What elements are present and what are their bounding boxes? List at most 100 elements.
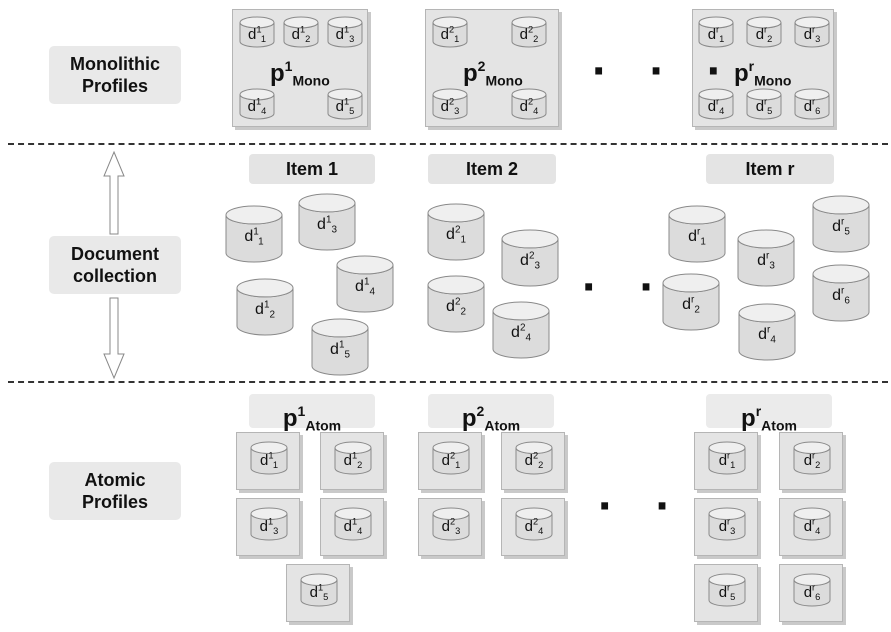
svg-text:d15: d15 [336,96,355,115]
svg-text:d22: d22 [525,450,544,469]
svg-text:d22: d22 [446,296,466,317]
svg-text:d21: d21 [446,224,466,245]
document-cylinder: d15 [327,88,363,120]
document-cylinder: d12 [236,278,294,336]
document-cylinder: dr2 [662,273,720,331]
document-cylinder: d22 [515,441,553,475]
svg-text:dr4: dr4 [804,516,821,535]
ellipsis: · · · [592,45,737,98]
document-cylinder: d11 [250,441,288,475]
svg-text:dr6: dr6 [804,96,821,115]
document-cylinder: dr6 [793,573,831,607]
svg-text:d14: d14 [355,276,375,297]
document-cylinder: dr5 [812,195,870,253]
svg-text:dr3: dr3 [804,24,821,43]
svg-text:d15: d15 [330,339,350,360]
svg-text:d21: d21 [441,24,460,43]
svg-text:d21: d21 [442,450,461,469]
document-cylinder: dr1 [698,16,734,48]
item-header-r: Item r [706,154,834,184]
divider-top [8,143,888,145]
document-cylinder: d13 [298,193,356,251]
document-cylinder: dr3 [737,229,795,287]
document-collection-label: Document collection [49,236,181,294]
svg-text:d24: d24 [520,96,539,115]
document-cylinder: dr5 [708,573,746,607]
svg-text:d14: d14 [248,96,267,115]
document-cylinder: d15 [300,573,338,607]
document-cylinder: d21 [432,16,468,48]
document-cylinder: d15 [311,318,369,376]
svg-text:dr2: dr2 [756,24,773,43]
monolithic-profiles-label: Monolithic Profiles [49,46,181,104]
document-cylinder: d22 [511,16,547,48]
svg-text:d13: d13 [260,516,279,535]
document-cylinder: d13 [327,16,363,48]
svg-text:d23: d23 [520,250,540,271]
svg-text:dr6: dr6 [832,285,850,306]
document-cylinder: dr3 [794,16,830,48]
atomic-profile-name-r: prAtom [706,394,832,434]
document-cylinder: dr6 [794,88,830,120]
document-cylinder: d12 [283,16,319,48]
document-cylinder: d14 [239,88,275,120]
document-cylinder: d12 [334,441,372,475]
row-label-line: Monolithic [70,54,160,74]
svg-text:d24: d24 [525,516,544,535]
svg-text:dr1: dr1 [688,226,706,247]
document-cylinder: dr1 [708,441,746,475]
svg-text:d23: d23 [442,516,461,535]
svg-text:d23: d23 [441,96,460,115]
document-cylinder: d23 [432,88,468,120]
row-label-line: Document [70,244,159,264]
document-cylinder: dr4 [738,303,796,361]
svg-text:dr5: dr5 [719,582,736,601]
document-cylinder: dr2 [746,16,782,48]
atomic-profiles-label: Atomic Profiles [49,462,181,520]
svg-text:dr3: dr3 [719,516,736,535]
atomic-profile-name-1: p1Atom [249,394,375,434]
svg-text:d11: d11 [244,226,264,247]
svg-text:dr2: dr2 [682,294,700,315]
svg-text:dr5: dr5 [832,216,850,237]
svg-text:d11: d11 [248,24,266,43]
document-cylinder: d21 [432,441,470,475]
monolithic-profile-name-1: p1Mono [270,58,330,89]
svg-text:dr2: dr2 [804,450,821,469]
document-cylinder: d21 [427,203,485,261]
monolithic-profile-name-r: prMono [734,58,792,89]
svg-text:d13: d13 [336,24,355,43]
row-label-line: collection [72,266,157,286]
svg-text:d12: d12 [292,24,311,43]
document-cylinder: d11 [225,205,283,263]
monolithic-profile-name-2: p2Mono [463,58,523,89]
document-cylinder: d24 [515,507,553,541]
svg-text:dr6: dr6 [804,582,821,601]
document-cylinder: dr2 [793,441,831,475]
up-down-arrow-icon [103,150,125,380]
document-cylinder: d23 [432,507,470,541]
document-cylinder: d22 [427,275,485,333]
divider-bottom [8,381,888,383]
item-header-2: Item 2 [428,154,556,184]
document-cylinder: dr4 [793,507,831,541]
svg-text:dr5: dr5 [756,96,773,115]
document-cylinder: dr5 [746,88,782,120]
document-cylinder: dr6 [812,264,870,322]
row-label-line: Profiles [81,76,149,96]
svg-text:dr1: dr1 [719,450,736,469]
svg-text:dr3: dr3 [757,250,775,271]
document-cylinder: d11 [239,16,275,48]
svg-text:dr4: dr4 [758,324,776,345]
document-cylinder: dr4 [698,88,734,120]
document-cylinder: d13 [250,507,288,541]
svg-text:d12: d12 [255,299,275,320]
svg-text:dr4: dr4 [708,96,725,115]
svg-text:d12: d12 [344,450,363,469]
document-cylinder: d14 [336,255,394,313]
document-cylinder: dr1 [668,205,726,263]
svg-text:d11: d11 [260,450,278,469]
document-cylinder: d23 [501,229,559,287]
svg-text:d14: d14 [344,516,363,535]
svg-text:d22: d22 [520,24,539,43]
